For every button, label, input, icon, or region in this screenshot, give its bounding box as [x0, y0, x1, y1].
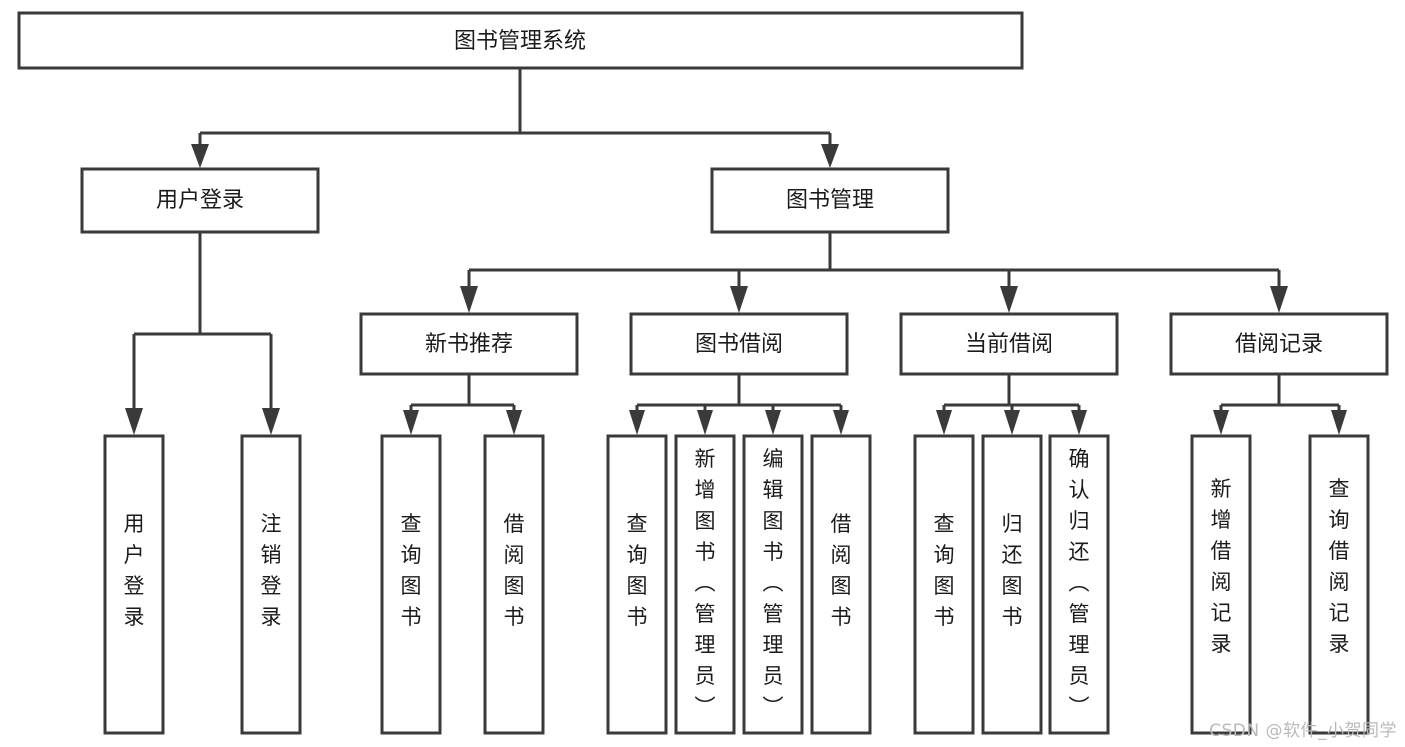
- node-leaf-logout-box[interactable]: [240, 434, 302, 735]
- node-leaf-borrow-book-2-box[interactable]: [810, 434, 872, 735]
- arrow-to-leaf-borrow-book-2: [833, 410, 849, 435]
- node-book-borrow-box[interactable]: [629, 312, 849, 376]
- arrow-to-leaf-return-book: [1004, 410, 1020, 435]
- node-leaf-user-login[interactable]: 用户登录: [103, 434, 165, 735]
- node-leaf-confirm-return-label: 确认归还︵管理员︶: [1069, 447, 1090, 719]
- node-leaf-return-book-label: 归还图书: [1002, 512, 1023, 629]
- node-leaf-add-book-label: 新增图书︵管理员︶: [695, 447, 716, 719]
- node-leaf-query-record-box[interactable]: [1308, 434, 1370, 735]
- node-current-borrow-box[interactable]: [899, 312, 1119, 376]
- node-book-manage[interactable]: 图书管理: [710, 167, 950, 234]
- node-leaf-add-book-box[interactable]: [674, 434, 736, 735]
- arrow-to-leaf-query-book-3: [936, 410, 952, 435]
- node-leaf-logout-label: 注销登录: [261, 512, 282, 629]
- node-leaf-borrow-book-1[interactable]: 借阅图书: [483, 434, 545, 735]
- node-leaf-borrow-book-2-label: 借阅图书: [831, 512, 852, 629]
- arrow-to-leaf-edit-book: [765, 410, 781, 435]
- node-leaf-return-book[interactable]: 归还图书: [981, 434, 1043, 735]
- node-leaf-query-book-1[interactable]: 查询图书: [380, 434, 442, 735]
- node-leaf-query-record-label: 查询借阅记录: [1329, 477, 1350, 656]
- node-leaf-query-book-1-box[interactable]: [380, 434, 442, 735]
- arrow-to-borrow-record: [1270, 286, 1288, 313]
- node-user-login-box[interactable]: [80, 167, 320, 234]
- node-leaf-borrow-book-1-label: 借阅图书: [504, 512, 525, 629]
- arrow-to-leaf-user-login: [125, 408, 143, 435]
- node-leaf-confirm-return[interactable]: 确认归还︵管理员︶: [1048, 434, 1110, 735]
- arrow-to-new-book-rec: [460, 286, 478, 313]
- node-leaf-query-book-2-box[interactable]: [606, 434, 668, 735]
- arrow-to-current-borrow: [1000, 286, 1018, 313]
- arrow-to-leaf-add-book: [697, 410, 713, 435]
- node-leaf-user-login-label: 用户登录: [124, 512, 145, 629]
- node-new-book-rec-label: 新书推荐: [425, 332, 513, 357]
- node-leaf-query-book-3-box[interactable]: [913, 434, 975, 735]
- node-borrow-record-box[interactable]: [1169, 312, 1389, 376]
- node-borrow-record-label: 借阅记录: [1235, 332, 1323, 357]
- node-user-login[interactable]: 用户登录: [80, 167, 320, 234]
- node-user-login-label: 用户登录: [156, 188, 244, 213]
- node-root-label: 图书管理系统: [454, 29, 586, 54]
- node-leaf-query-book-2-label: 查询图书: [627, 512, 648, 629]
- node-book-manage-label: 图书管理: [786, 188, 874, 213]
- node-leaf-edit-book-box[interactable]: [742, 434, 804, 735]
- node-book-manage-box[interactable]: [710, 167, 950, 234]
- node-book-borrow[interactable]: 图书借阅: [629, 312, 849, 376]
- node-leaf-borrow-book-2[interactable]: 借阅图书: [810, 434, 872, 735]
- node-leaf-borrow-book-1-box[interactable]: [483, 434, 545, 735]
- node-leaf-return-book-box[interactable]: [981, 434, 1043, 735]
- node-root[interactable]: 图书管理系统: [17, 11, 1024, 70]
- node-leaf-edit-book[interactable]: 编辑图书︵管理员︶: [742, 434, 804, 735]
- node-leaf-add-record-box[interactable]: [1190, 434, 1252, 735]
- node-leaf-confirm-return-box[interactable]: [1048, 434, 1110, 735]
- node-root-box[interactable]: [17, 11, 1024, 70]
- arrow-to-user-login: [191, 144, 209, 168]
- watermark: CSDN @软件_小贺同学: [1209, 721, 1397, 741]
- node-leaf-query-record[interactable]: 查询借阅记录: [1308, 434, 1370, 735]
- node-leaf-edit-book-label: 编辑图书︵管理员︶: [763, 447, 784, 719]
- node-leaf-add-record[interactable]: 新增借阅记录: [1190, 434, 1252, 735]
- arrow-to-leaf-query-book-2: [629, 410, 645, 435]
- node-leaf-user-login-box[interactable]: [103, 434, 165, 735]
- arrow-to-leaf-confirm-return: [1071, 410, 1087, 435]
- node-leaf-query-book-3[interactable]: 查询图书: [913, 434, 975, 735]
- arrow-to-book-manage: [821, 144, 839, 168]
- node-leaf-query-book-2[interactable]: 查询图书: [606, 434, 668, 735]
- node-leaf-query-book-3-label: 查询图书: [934, 512, 955, 629]
- node-leaf-logout[interactable]: 注销登录: [240, 434, 302, 735]
- connectors: [125, 68, 1347, 435]
- arrow-to-leaf-query-book-1: [403, 410, 419, 435]
- arrow-to-leaf-add-record: [1213, 410, 1229, 435]
- arrow-to-book-borrow: [730, 286, 748, 313]
- node-new-book-rec[interactable]: 新书推荐: [359, 312, 579, 376]
- node-current-borrow[interactable]: 当前借阅: [899, 312, 1119, 376]
- node-leaf-query-book-1-label: 查询图书: [401, 512, 422, 629]
- arrow-to-leaf-logout: [262, 408, 280, 435]
- node-leaf-add-book[interactable]: 新增图书︵管理员︶: [674, 434, 736, 735]
- node-new-book-rec-box[interactable]: [359, 312, 579, 376]
- node-leaf-add-record-label: 新增借阅记录: [1211, 477, 1232, 656]
- arrow-to-leaf-borrow-book-1: [506, 410, 522, 435]
- node-borrow-record[interactable]: 借阅记录: [1169, 312, 1389, 376]
- node-book-borrow-label: 图书借阅: [695, 332, 783, 357]
- node-current-borrow-label: 当前借阅: [965, 332, 1053, 357]
- arrow-to-leaf-query-record: [1331, 410, 1347, 435]
